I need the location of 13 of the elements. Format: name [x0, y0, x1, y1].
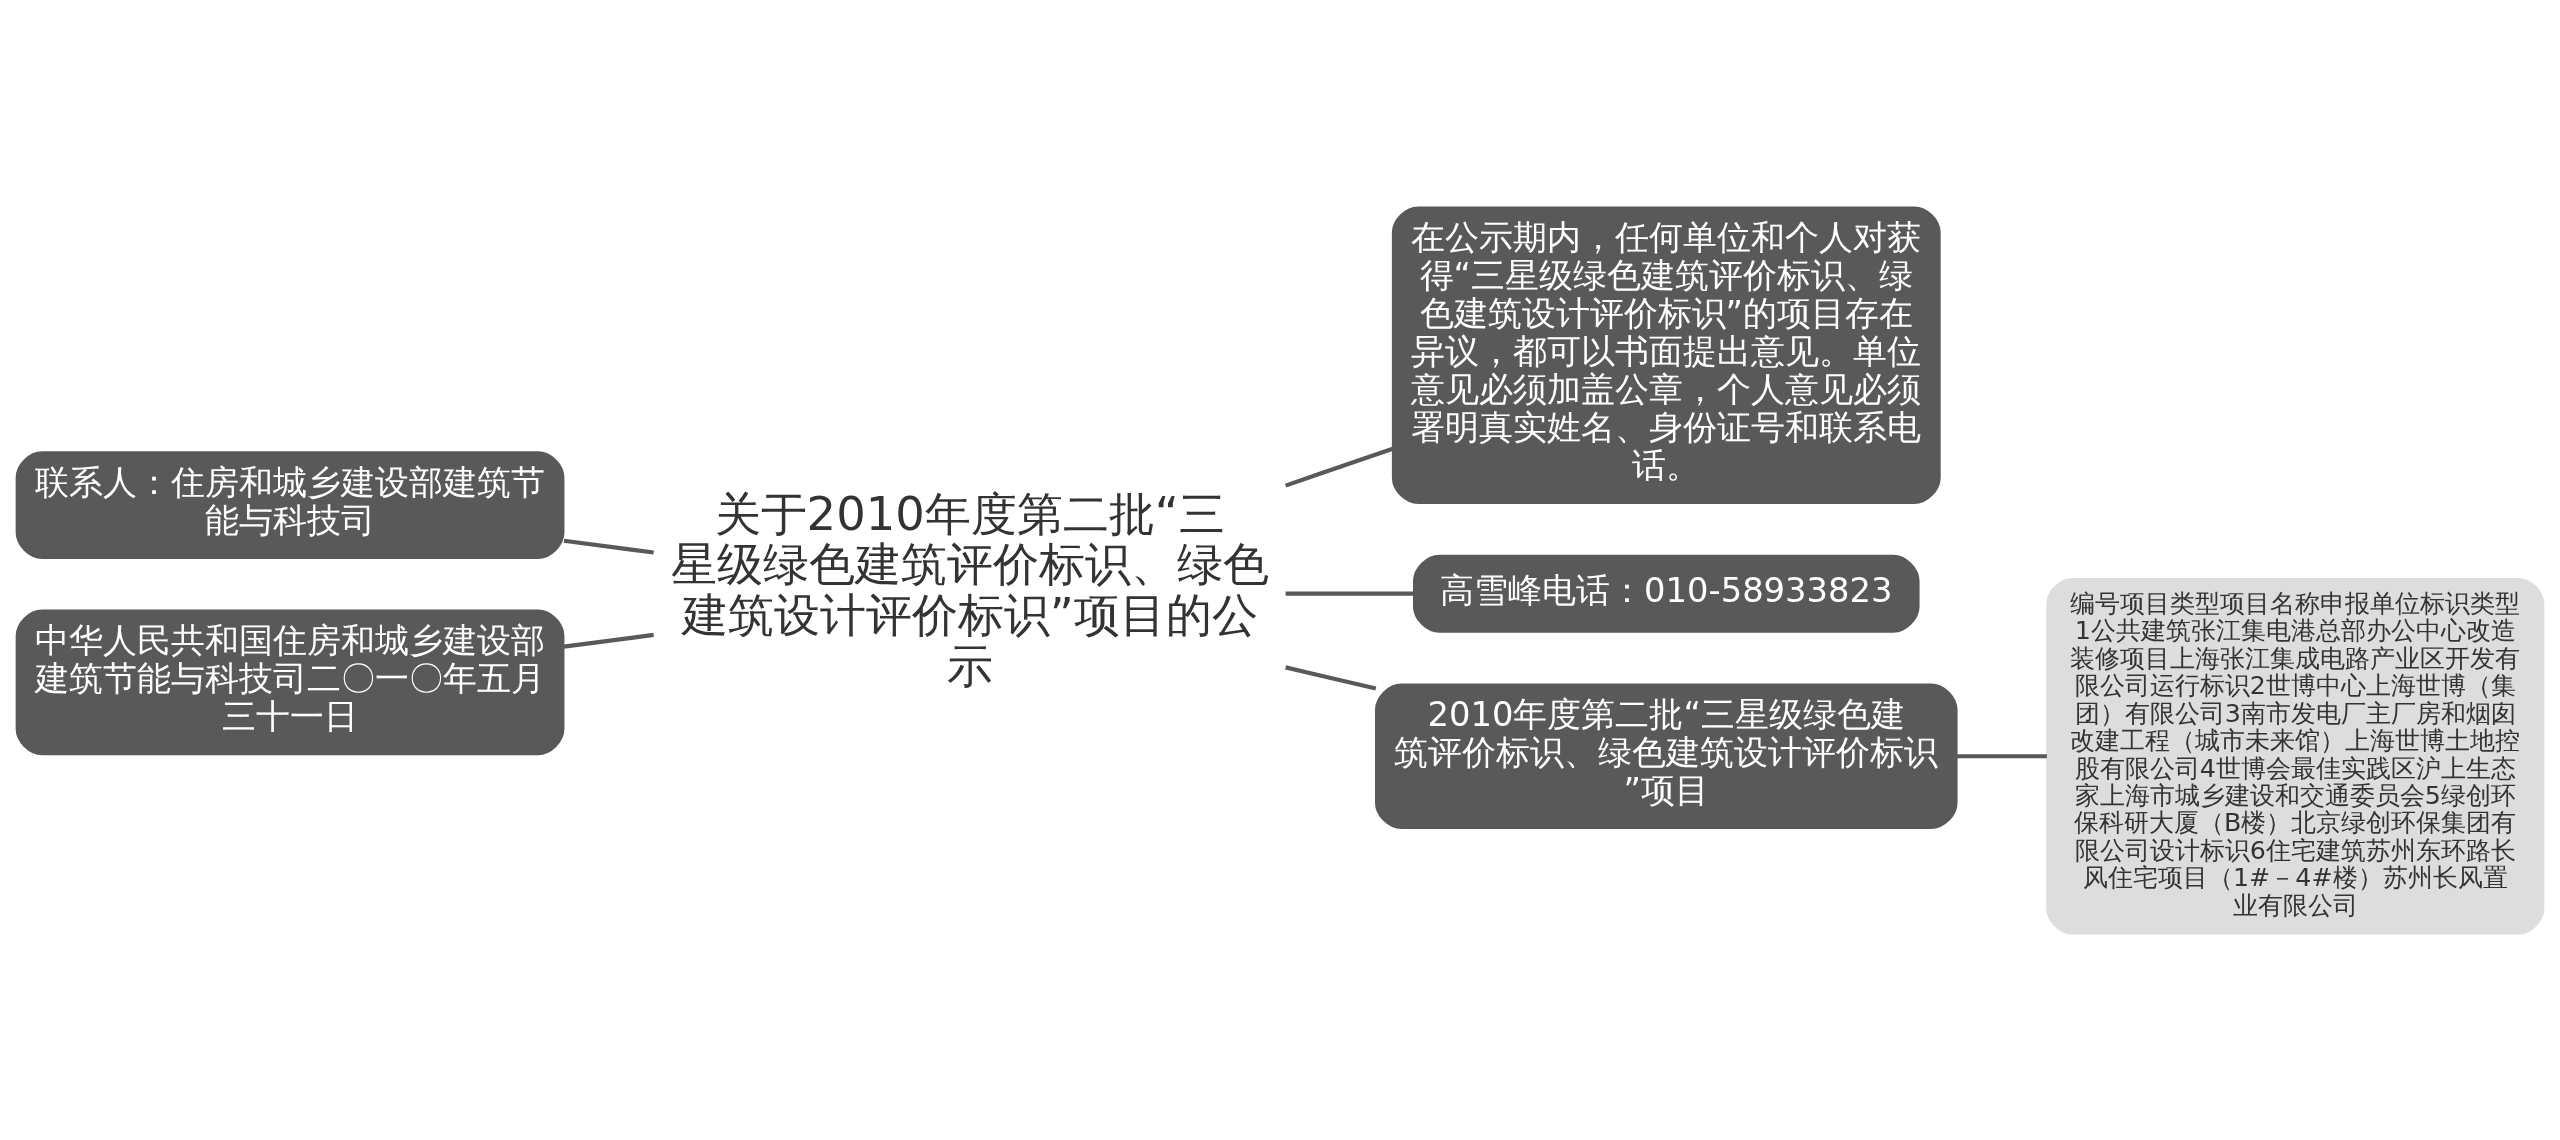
connector [1285, 664, 1377, 691]
connector [1284, 446, 1394, 488]
node-box: 联系人：住房和城乡建设部建筑节能与科技司 [15, 450, 565, 559]
node-box: 2010年度第二批“三星级绿色建筑评价标识、绿色建筑设计评价标识”项目 [1375, 682, 1958, 829]
node-box: 高雪峰电话：010-58933823 [1413, 554, 1920, 633]
connector [563, 538, 654, 555]
node-box: 在公示期内，任何单位和个人对获得“三星级绿色建筑评价标识、绿色建筑设计评价标识”的项目存在异议，都可以书面提出意见。单位意见必须加盖公章，个人意见必须署明真实姓名、身份证号和联系电话。 [1391, 205, 1941, 504]
connector [563, 632, 654, 649]
connector [1957, 753, 2047, 758]
node-box: 编号项目类型项目名称申报单位标识类型1公共建筑张江集电港总部办公中心改造装修项目上海张江集成电路产业区开发有限公司运行标识2世博中心上海世博（集团）有限公司3南市发电厂主厂房和烟囱改建工程（城市未来馆）上海世博土地控股有限公司4世博会最佳实践区沪上生态家上海市城乡建设和交通委员会5绿创环保科研大厦（B楼）北京绿创环保集团有限公司设计标识6住宅建筑苏州东环路长风住宅项目（1#－4#楼）苏州长风置业有限公司 [2046, 577, 2545, 935]
node-box: 中华人民共和国住房和城乡建设部建筑节能与科技司二〇一〇年五月三十一日 [15, 609, 565, 755]
connector [1285, 591, 1414, 596]
node-text: 关于2010年度第二批“三星级绿色建筑评价标识、绿色建筑设计评价标识”项目的公示 [670, 486, 1269, 693]
